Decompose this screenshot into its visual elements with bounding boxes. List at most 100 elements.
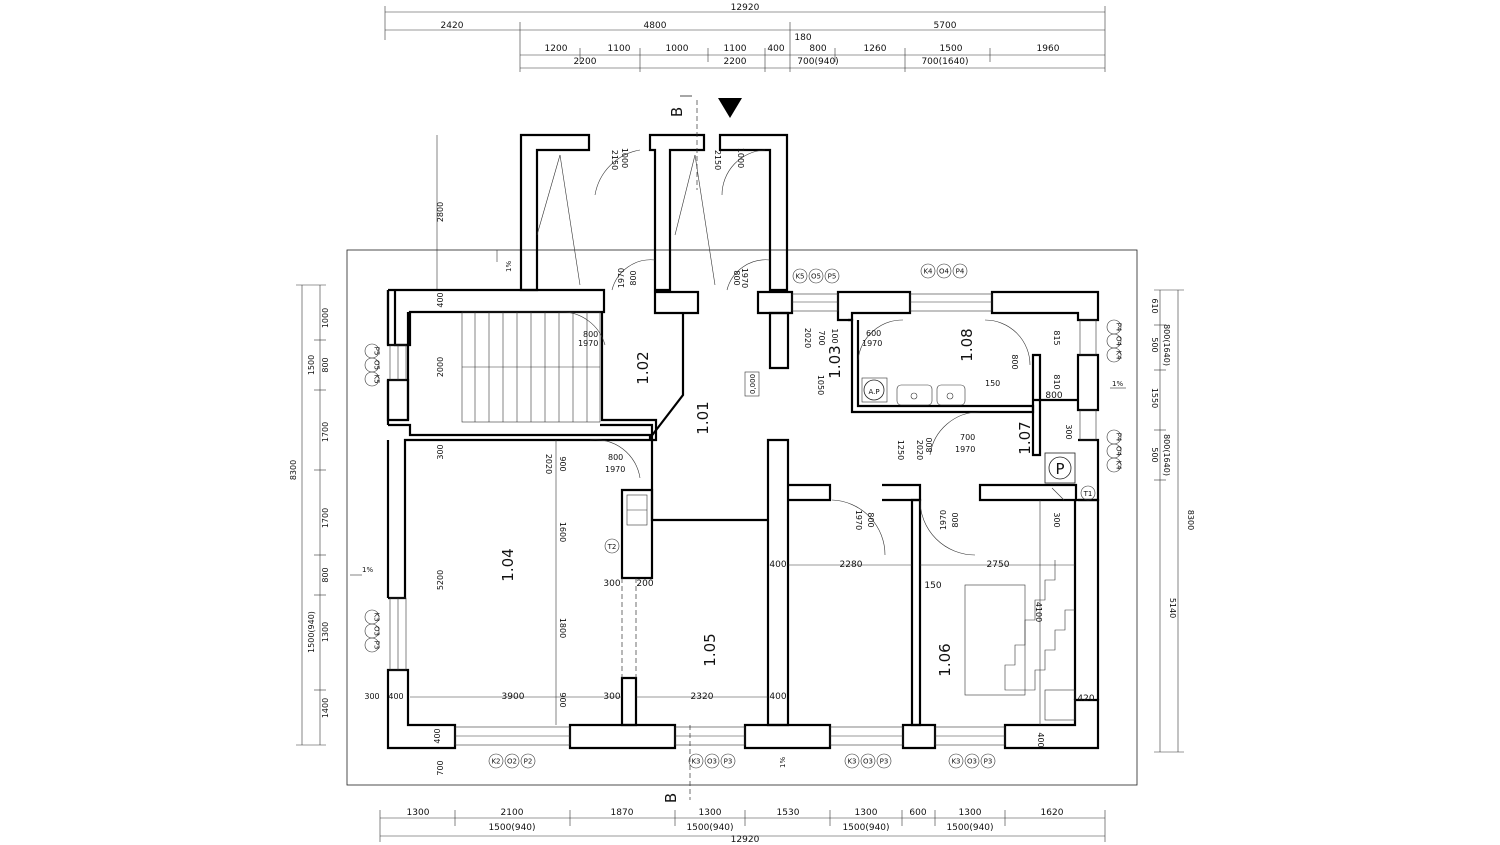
- dim-1970-a: 1970: [617, 268, 626, 288]
- room-label-1-02: 1.02: [634, 351, 652, 384]
- dim-right-total: 8300: [1186, 510, 1195, 530]
- window-tag-circle: [948, 753, 964, 769]
- dim-left-7: 1300: [321, 622, 330, 642]
- dim-700: 700: [817, 330, 826, 345]
- window-tag-circle: [980, 753, 996, 769]
- dim-right-4: 1550: [1150, 388, 1159, 408]
- dim-bot-1: 1300: [407, 808, 430, 818]
- window-tag-circle: [688, 753, 704, 769]
- window-tag-circle: [704, 753, 720, 769]
- window-tag-label: P4: [956, 268, 965, 276]
- dim-815: 815: [1052, 330, 1061, 345]
- window-tag-circle: [364, 637, 380, 653]
- dim-top-r2-9: 1960: [1037, 44, 1060, 54]
- dim-150-b: 150: [985, 379, 1000, 388]
- window-tag-label: K3: [847, 758, 856, 766]
- level-box: [744, 371, 760, 397]
- window-tag-label: P3: [984, 758, 993, 766]
- dim-2020-b: 2020: [544, 454, 553, 474]
- dim-left-inner-1: 2800: [436, 202, 445, 222]
- entrance-porch: [519, 133, 789, 292]
- dim-top-r2-4: 1100: [724, 44, 747, 54]
- dim-1250: 1250: [896, 440, 905, 460]
- dim-right-6: 800(1640): [1162, 434, 1171, 476]
- dim-top-overall: 12920: [731, 3, 760, 13]
- dim-300-b: 300: [603, 579, 620, 589]
- right-dimension-chain: 610 500 800(1640) 1550 500 800(1640) 514…: [1150, 289, 1195, 753]
- chimney-tags: T1 T2: [604, 485, 1096, 554]
- window-tag-circle: [920, 263, 936, 279]
- window-tag-circle: [824, 268, 840, 284]
- window-tag-label: P4: [1115, 323, 1123, 332]
- dim-left-inner-2: 400: [436, 292, 445, 307]
- dim-200: 200: [636, 579, 653, 589]
- room-label-1-07: 1.07: [1016, 421, 1034, 454]
- dim-800-d: 800: [583, 330, 598, 339]
- dim-900: 900: [558, 456, 567, 471]
- room-label-1-04: 1.04: [499, 548, 517, 581]
- boiler-label: P: [1055, 460, 1064, 478]
- dim-800-b: 800: [629, 270, 638, 285]
- dim-right-5: 500: [1150, 447, 1159, 462]
- slope-1: 1%: [362, 566, 373, 574]
- dim-left-inner-3: 2000: [436, 357, 445, 377]
- tag-t1: T1: [1083, 490, 1093, 498]
- dim-800-g: 800: [866, 512, 875, 527]
- north-arrow-icon: [718, 98, 742, 118]
- staircase: [461, 311, 601, 423]
- window-tag-label: O3: [863, 758, 873, 766]
- window-tag-label: O2: [507, 758, 517, 766]
- window-tag-label: K4: [923, 268, 933, 276]
- dim-800-h: 800: [951, 512, 960, 527]
- window-tag-label: O4: [939, 268, 950, 276]
- window-tag-label: K3: [691, 758, 700, 766]
- dim-400-b: 400: [769, 560, 786, 570]
- dim-1000-a: 1000: [620, 148, 629, 168]
- dim-2280: 2280: [840, 560, 863, 570]
- dim-3900: 3900: [502, 692, 525, 702]
- dim-2320: 2320: [691, 692, 714, 702]
- dim-2020: 2020: [803, 328, 812, 348]
- dim-bot-2: 2100: [501, 808, 524, 818]
- window-tag-circle: [808, 268, 824, 284]
- dim-left-3: 1500: [307, 355, 316, 375]
- tag-t2: T2: [607, 543, 617, 551]
- interior-walls: [600, 312, 1078, 727]
- dim-400-d: 400: [433, 728, 442, 743]
- dim-left-6: 800: [321, 567, 330, 582]
- dim-700-b: 700: [960, 433, 975, 442]
- room-label-1-03: 1.03: [826, 345, 844, 378]
- dim-right-2: 500: [1150, 337, 1159, 352]
- window-tag-circle: [936, 263, 952, 279]
- dim-1970-b: 1970: [740, 268, 749, 288]
- dim-1970-f: 1970: [955, 445, 975, 454]
- dim-bot-6: 1300: [855, 808, 878, 818]
- dim-top-r2-8: 1500: [940, 44, 963, 54]
- dim-300-a: 300: [603, 692, 620, 702]
- boiler: P: [1044, 452, 1076, 484]
- window-tag-label: P4: [1115, 433, 1123, 442]
- window-tag-label: P3: [724, 758, 733, 766]
- dim-bot-r2-2: 1500(940): [686, 823, 733, 833]
- window-tag-label: P5: [373, 347, 381, 356]
- window-tag-label: O4: [1115, 446, 1123, 457]
- slope-3: 1%: [779, 757, 787, 768]
- window-tag-circle: [720, 753, 736, 769]
- window-tag-circle: [504, 753, 520, 769]
- dim-left-inner-5: 5200: [436, 570, 445, 590]
- dim-top-r3-1: 2200: [574, 57, 597, 67]
- outer-walls: [386, 288, 1100, 750]
- window-tag-circle: [876, 753, 892, 769]
- dim-600: 600: [866, 329, 881, 338]
- window-tag-circle: [1106, 347, 1122, 363]
- left-dimension-chain: 1000 800 1500 1700 1700 800 1300 1400 83…: [289, 135, 445, 776]
- window-tag-label: K5: [373, 374, 381, 383]
- dim-top-r3-4: 700(1640): [921, 57, 968, 67]
- dim-left-inner-8: 700: [436, 760, 445, 775]
- dim-top-r2-6: 800: [809, 44, 826, 54]
- window-tag-label: P5: [828, 273, 837, 281]
- window-tag-label: K3: [373, 612, 381, 621]
- window-tag-label: P3: [880, 758, 889, 766]
- dim-2150-a: 2150: [610, 150, 619, 170]
